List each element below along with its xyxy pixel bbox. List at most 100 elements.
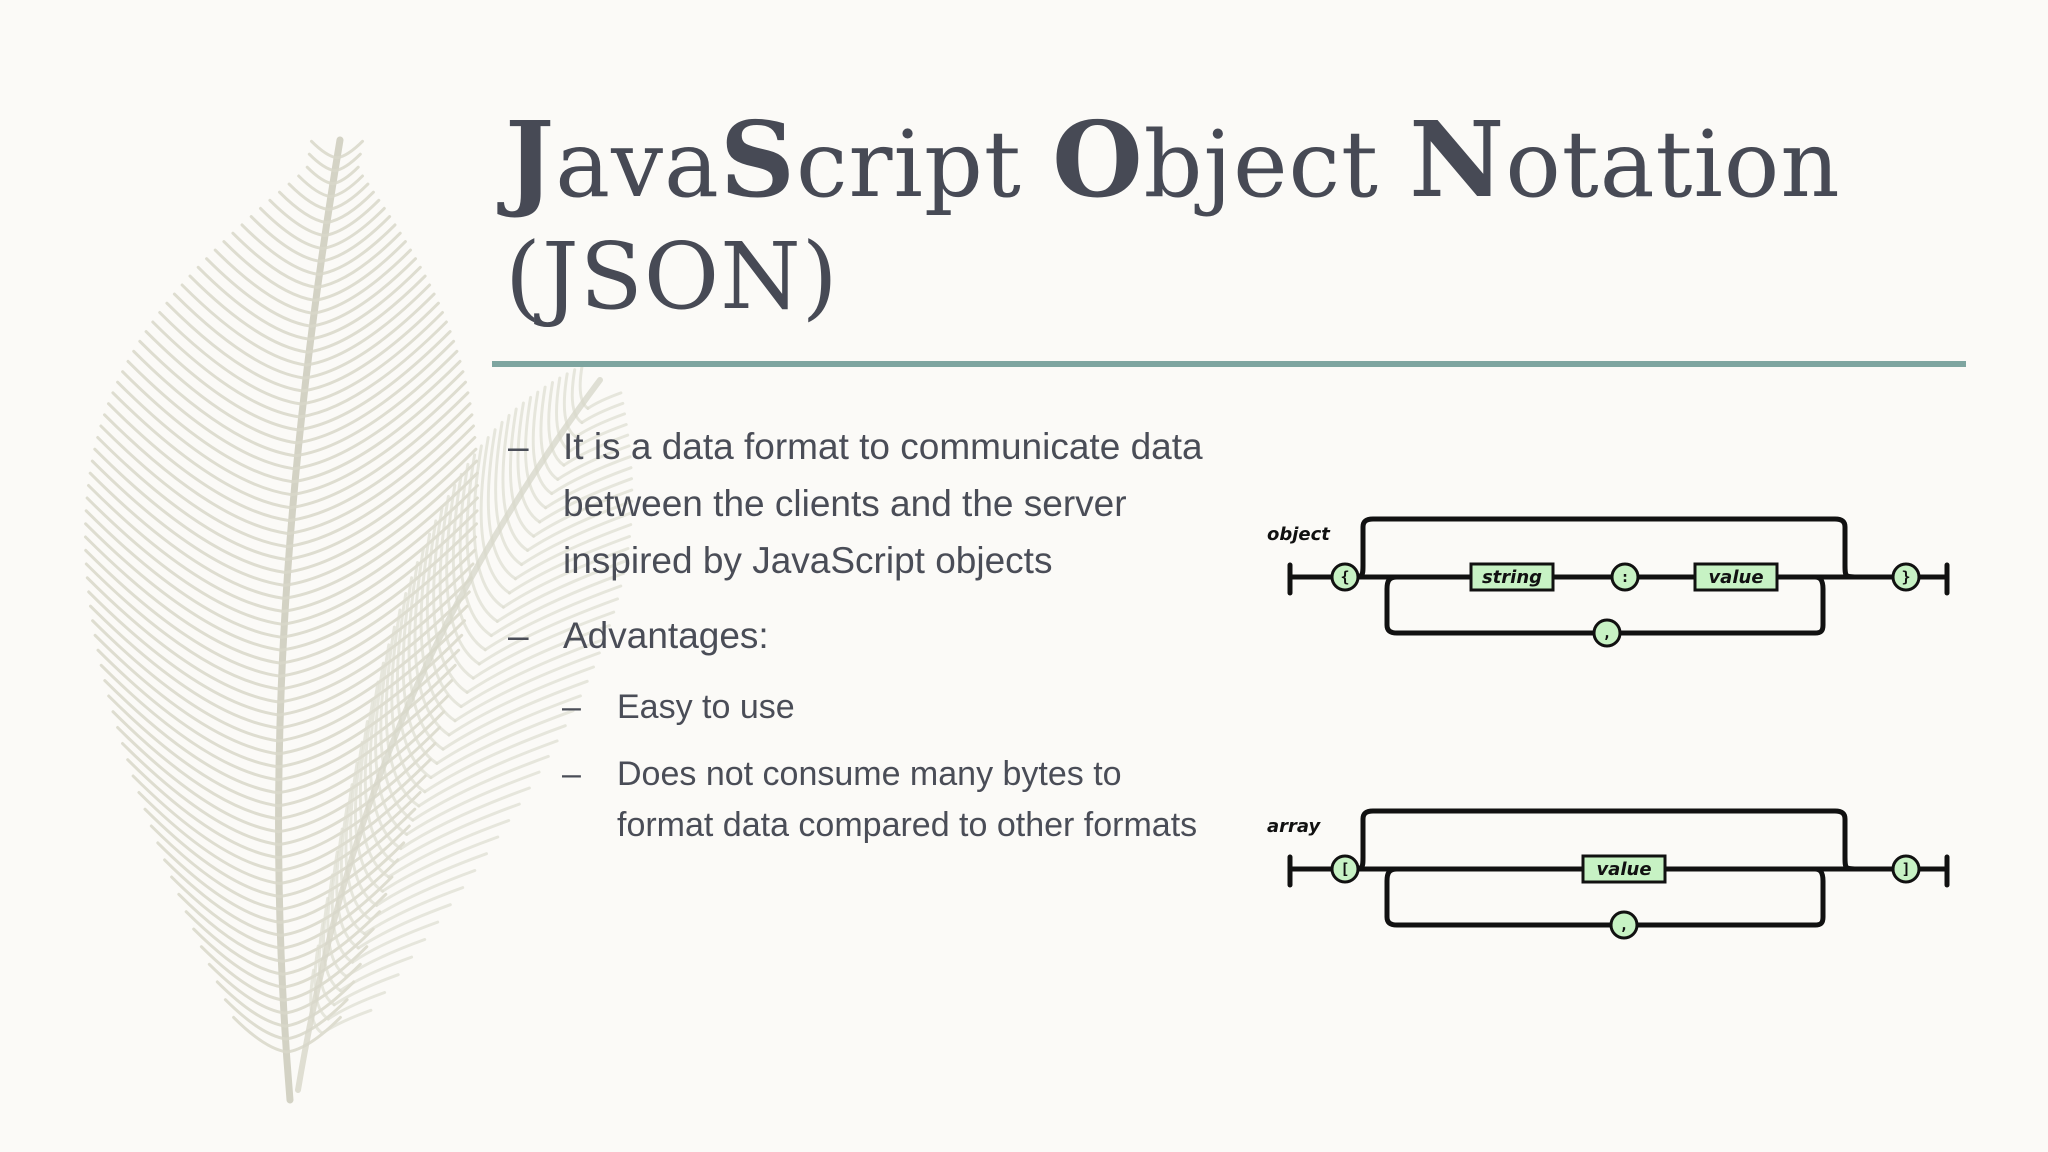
feather-barb <box>335 139 364 160</box>
feather-barb <box>501 413 529 552</box>
array-close-bracket: ] <box>1901 860 1910 878</box>
feather-barb <box>87 590 281 717</box>
feather-barb <box>508 407 536 538</box>
feather-barb <box>405 770 541 836</box>
title-cap-j: J <box>505 98 556 221</box>
feather-barb <box>516 401 542 524</box>
feather-barb <box>309 968 324 1035</box>
feather-barb <box>259 206 324 250</box>
feather-barb <box>486 428 517 581</box>
feather-barb <box>401 576 439 765</box>
feather-barb <box>526 499 634 552</box>
feather-barb <box>88 471 286 600</box>
feather-barb <box>196 265 311 341</box>
feather-barb <box>301 301 440 393</box>
feather-barb <box>458 462 493 638</box>
feather-barb <box>513 523 633 581</box>
feather-barb <box>103 679 280 795</box>
feather-barb <box>425 519 463 709</box>
feather-barb <box>149 824 282 911</box>
json-railroad-diagram: object string value { : , } array <box>1267 516 1950 940</box>
feather-barb <box>369 869 477 922</box>
feather-barb <box>276 679 454 795</box>
feather-barb <box>453 651 601 723</box>
feather-barb <box>165 301 305 393</box>
object-colon: : <box>1620 568 1629 586</box>
feather-barb <box>555 376 572 453</box>
feather-barb <box>465 453 499 623</box>
feather-barb <box>586 391 623 410</box>
bullet-text: Advantages: <box>563 615 769 656</box>
feather-barb <box>423 724 567 794</box>
feather-barb <box>299 311 444 406</box>
feather-barb <box>451 472 487 652</box>
feather-barb <box>292 359 462 471</box>
feather-barb <box>111 710 280 821</box>
feather-barb <box>284 980 356 1028</box>
feather-barb <box>276 633 464 756</box>
title-text-otation: otation <box>1505 111 1841 218</box>
title-cap-n: N <box>1409 98 1506 221</box>
feather-barb <box>126 359 296 471</box>
feather-barb <box>103 413 290 536</box>
feather-barb <box>324 190 375 225</box>
array-value-text: value <box>1596 859 1651 880</box>
feather-barb <box>287 402 472 523</box>
sub-bullet-item-bytes: – Does not consume many bytes to format … <box>559 749 1205 851</box>
feather-barb <box>249 215 322 263</box>
object-value-text: value <box>1708 567 1763 588</box>
feather-barb <box>556 444 631 481</box>
feather-barb <box>199 945 286 1002</box>
feather-barb <box>188 274 309 354</box>
array-value-box <box>1581 854 1667 884</box>
feather-barb <box>331 165 360 186</box>
feather-barb <box>344 938 427 978</box>
feather-barb <box>472 444 505 609</box>
feather-barb <box>318 215 392 263</box>
feather-barb <box>298 320 448 419</box>
feather-barb <box>304 283 432 367</box>
feather-barb <box>399 786 531 851</box>
bullet-item-advantages: – Advantages: <box>505 607 1205 664</box>
feather-barb <box>375 852 488 907</box>
object-open-brace-node <box>1330 562 1360 592</box>
feather-barb <box>307 152 337 173</box>
feather-barb <box>240 223 320 276</box>
feather-barb <box>539 385 560 481</box>
feather-barb <box>282 927 375 989</box>
feather-barb <box>358 720 391 879</box>
slide-title: JavaScript Object Notation (JSON) <box>505 104 1965 333</box>
feather-barb <box>285 424 475 549</box>
feather-barb <box>329 174 364 199</box>
feather-barb <box>447 665 595 737</box>
feather-barb <box>84 562 282 691</box>
bullet-text: It is a data format to communicate data … <box>563 426 1203 581</box>
feather-barb <box>311 248 412 315</box>
feather-barb <box>320 206 386 250</box>
feather-barb <box>419 532 457 723</box>
bullet-dash: – <box>562 688 581 726</box>
feather-barb <box>338 955 414 993</box>
feather-barb <box>87 484 285 613</box>
feather-barb <box>356 903 452 950</box>
feather-barb <box>280 875 394 950</box>
feather-barb <box>322 896 342 993</box>
feather-barb <box>296 330 452 432</box>
object-close-brace: } <box>1901 568 1910 586</box>
feather-barb <box>333 152 362 173</box>
feather-barb <box>277 726 441 834</box>
feather-barb <box>524 395 548 510</box>
feather-barb <box>477 597 619 666</box>
feather-barb <box>479 436 511 595</box>
feather-barb <box>205 257 313 328</box>
feather-barb <box>84 509 284 639</box>
feather-barb <box>215 980 287 1028</box>
array-open-bracket-node <box>1330 854 1360 884</box>
feather-barb <box>90 459 286 587</box>
feather-barb <box>111 391 292 510</box>
sub-bullet-item-easy: – Easy to use <box>559 682 1205 733</box>
feather-barb <box>332 973 400 1007</box>
feather-barb <box>99 663 280 782</box>
feather-barb <box>520 511 633 567</box>
feather-barb <box>429 709 575 780</box>
